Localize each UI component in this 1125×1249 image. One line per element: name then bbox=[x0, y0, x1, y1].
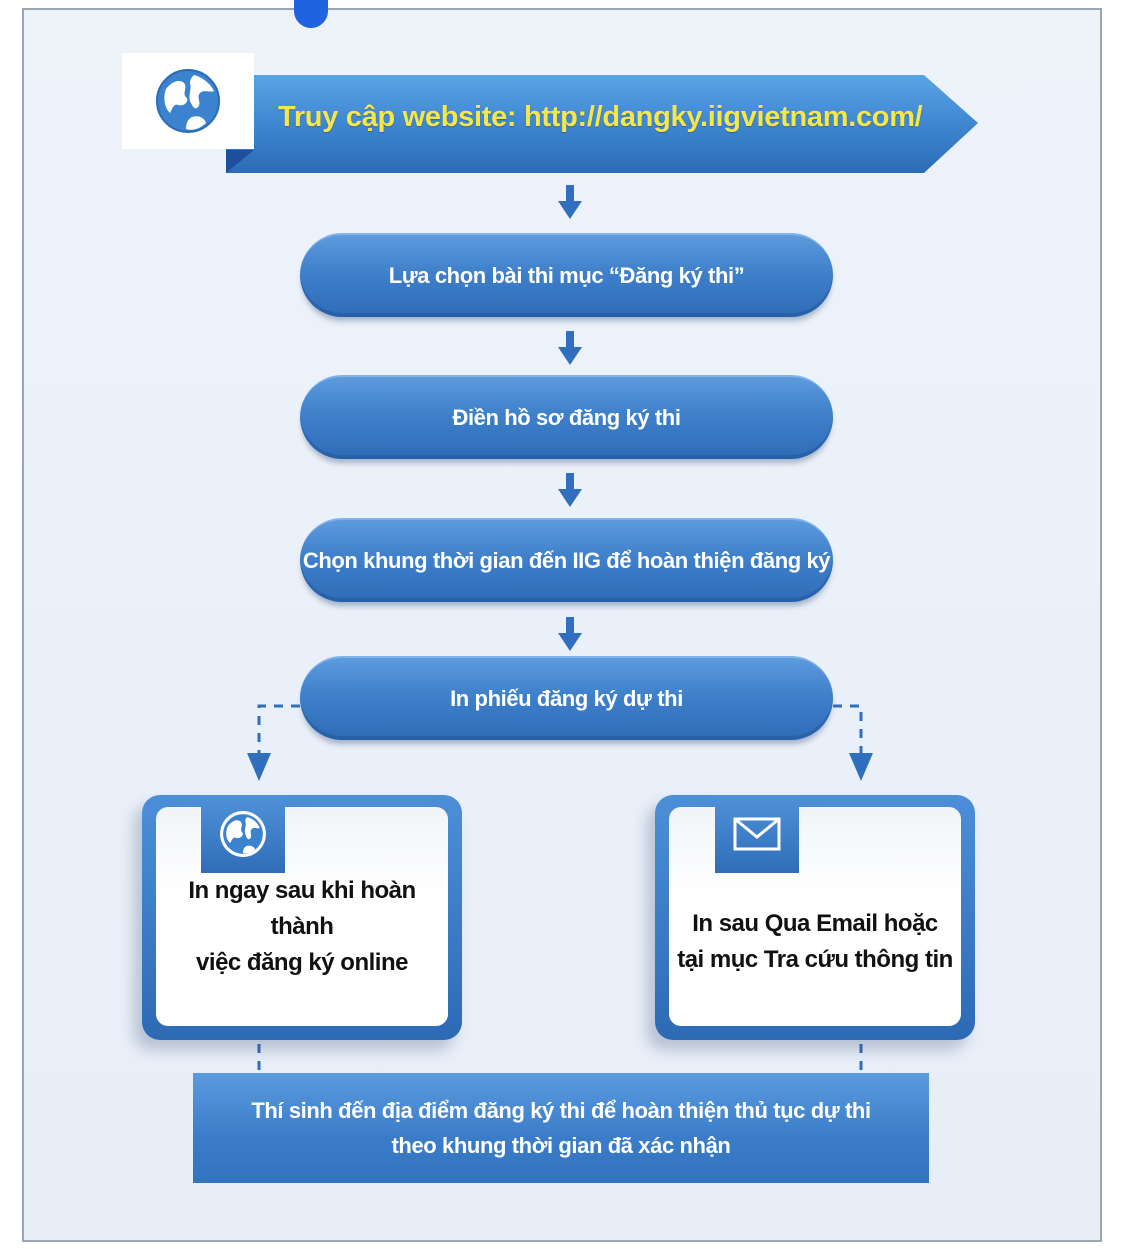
option-card-online-text: In ngay sau khi hoàn thành việc đăng ký … bbox=[188, 877, 416, 976]
banner-text: Truy cập website: http://dangky.iigvietn… bbox=[278, 101, 923, 133]
step-print-form-label: In phiếu đăng ký dự thi bbox=[450, 686, 683, 711]
final-step: Thí sinh đến địa điểm đăng ký thi để hoà… bbox=[193, 1073, 929, 1183]
arrow-down-4 bbox=[558, 617, 582, 651]
step-select-exam: Lựa chọn bài thi mục “Đăng ký thi” bbox=[300, 233, 833, 317]
step-fill-profile-label: Điền hồ sơ đăng ký thi bbox=[452, 405, 681, 430]
option-card-email-text: In sau Qua Email hoặc tại mục Tra cứu th… bbox=[677, 910, 953, 973]
step-select-exam-label: Lựa chọn bài thi mục “Đăng ký thi” bbox=[388, 263, 745, 288]
arrow-down-2 bbox=[558, 331, 582, 365]
final-step-line1: Thí sinh đến địa điểm đăng ký thi để hoà… bbox=[251, 1098, 871, 1123]
top-dot-marker bbox=[294, 0, 328, 28]
step-choose-timeslot-label: Chọn khung thời gian đến IIG để hoàn thi… bbox=[302, 548, 831, 573]
option-card-email-body: In sau Qua Email hoặc tại mục Tra cứu th… bbox=[669, 807, 961, 1026]
option-card-online-body: In ngay sau khi hoàn thành việc đăng ký … bbox=[156, 807, 448, 1026]
step-fill-profile: Điền hồ sơ đăng ký thi bbox=[300, 375, 833, 459]
arrow-down-3 bbox=[558, 473, 582, 507]
option-card-online: In ngay sau khi hoàn thành việc đăng ký … bbox=[142, 795, 462, 1040]
step-print-form: In phiếu đăng ký dự thi bbox=[300, 656, 833, 740]
banner-globe-tile bbox=[122, 53, 254, 149]
option-card-online-icon-tile bbox=[201, 795, 285, 873]
website-banner: Truy cập website: http://dangky.iigvietn… bbox=[226, 75, 978, 173]
step-choose-timeslot: Chọn khung thời gian đến IIG để hoàn thi… bbox=[300, 518, 833, 602]
globe-icon bbox=[220, 811, 266, 857]
final-step-line2: theo khung thời gian đã xác nhận bbox=[391, 1133, 731, 1158]
envelope-icon bbox=[733, 817, 781, 851]
option-card-email-icon-tile bbox=[715, 795, 799, 873]
globe-icon bbox=[156, 69, 220, 133]
arrow-down-1 bbox=[558, 185, 582, 219]
option-card-email: In sau Qua Email hoặc tại mục Tra cứu th… bbox=[655, 795, 975, 1040]
